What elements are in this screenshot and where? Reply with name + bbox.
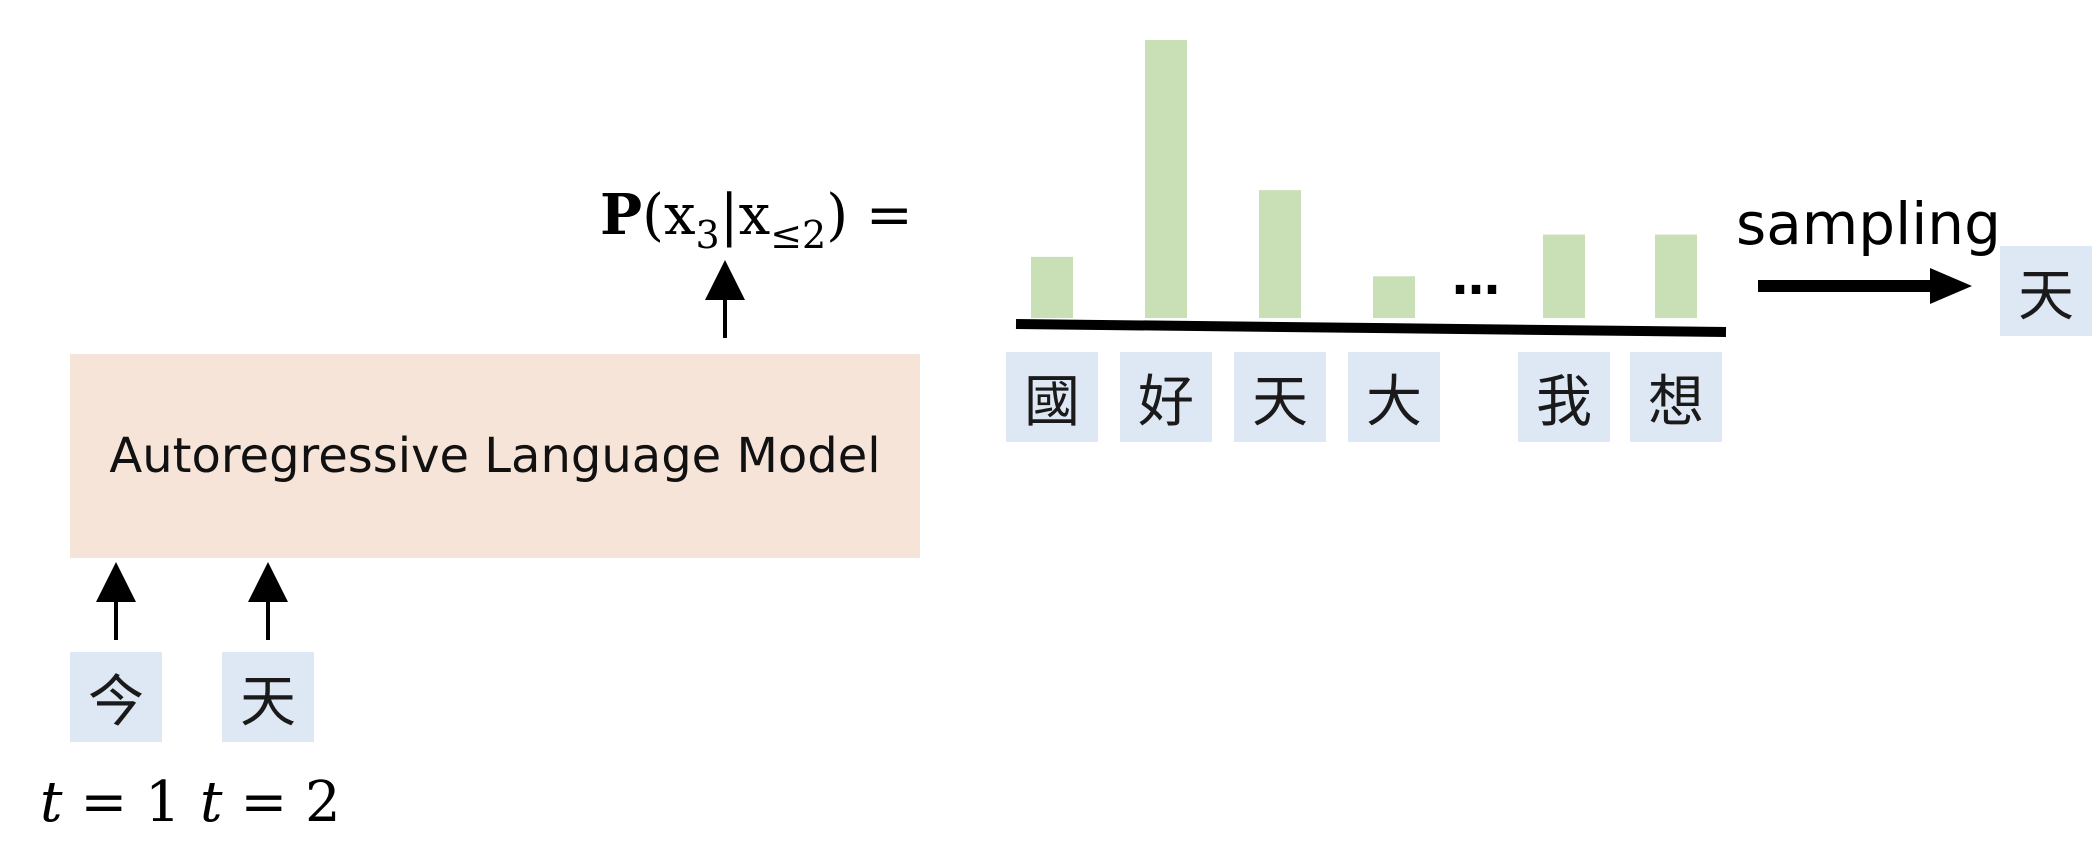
sampled-token: 天 [2000,246,2092,336]
input-token-1: 今 [70,652,162,742]
vocab-token-5: 我 [1518,352,1610,442]
vocab-token-6: 想 [1630,352,1722,442]
language-model-box: Autoregressive Language Model [70,354,920,558]
probability-formula: P(x3|x≤2) = [600,182,913,257]
model-label: Autoregressive Language Model [109,428,881,484]
vocabulary-ellipsis: … [1452,250,1500,306]
bar-4 [1373,276,1415,318]
bar-5 [1543,234,1585,318]
bar-2 [1145,40,1187,318]
bar-3 [1259,190,1301,318]
sampling-arrowhead [1930,268,1972,304]
vocab-token-4: 大 [1348,352,1440,442]
input-token-2: 天 [222,652,314,742]
sampling-label: sampling [1736,190,2001,258]
bar-6 [1655,234,1697,318]
time-label-1: t = 1 [40,770,181,835]
distribution-baseline [1015,319,1727,337]
bar-1 [1031,256,1073,318]
probability-bars [1031,40,1697,318]
vocab-token-2: 好 [1120,352,1212,442]
vocab-token-3: 天 [1234,352,1326,442]
time-label-2: t = 2 [200,770,341,835]
vocab-token-1: 國 [1006,352,1098,442]
